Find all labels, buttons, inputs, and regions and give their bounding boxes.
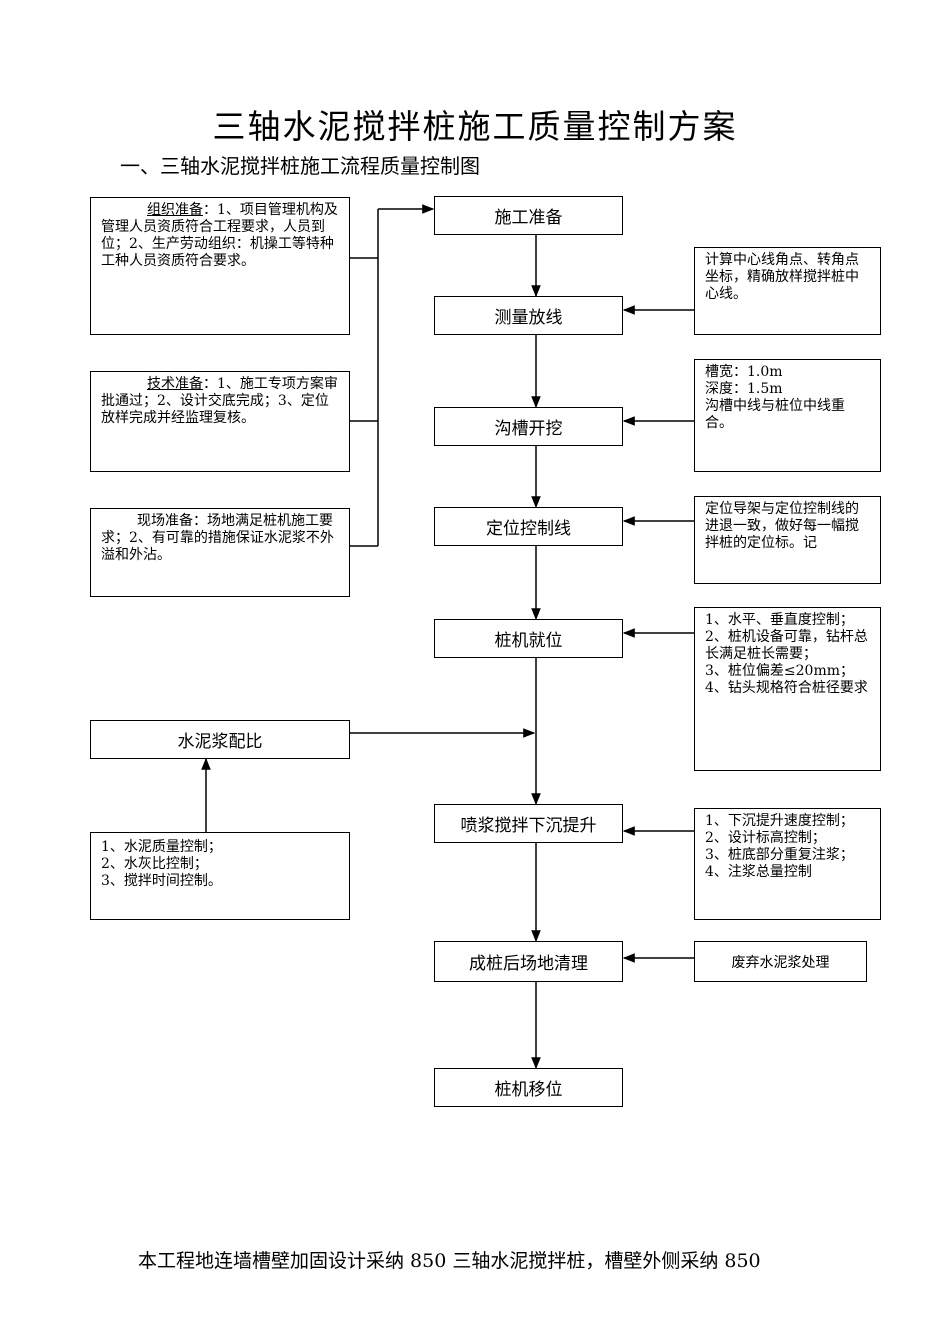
note-spray: 1、下沉提升速度控制； 2、设计标高控制； 3、桩底部分重复注浆； 4、注浆总量… (694, 808, 881, 920)
mix-note-3: 3、搅拌时间控制。 (101, 873, 222, 889)
trench-alignment: 沟槽中线与桩位中线重合。 (705, 398, 845, 431)
step-survey-layout: 测量放线 (434, 296, 623, 335)
organization-prep-keyword: 组织准备 (147, 202, 203, 218)
rig-note-2: 2、桩机设备可靠，钻杆总长满足桩长需要； (705, 629, 868, 662)
cement-mix-box: 水泥浆配比 (90, 720, 350, 759)
spray-note-3: 3、桩底部分重复注浆； (705, 847, 854, 863)
technical-prep-keyword: 技术准备 (147, 376, 203, 392)
note-survey: 计算中心线角点、转角点坐标，精确放样搅拌桩中心线。 (694, 247, 881, 335)
note-cleanup: 废弃水泥浆处理 (694, 941, 867, 982)
step-rig-relocation: 桩机移位 (434, 1068, 623, 1107)
spray-note-4: 4、注浆总量控制 (705, 864, 812, 880)
trench-width: 槽宽：1.0m (705, 364, 783, 380)
footer-text: 本工程地连墙槽壁加固设计采纳 850 三轴水泥搅拌桩，槽壁外侧采纳 850 (138, 1250, 761, 1272)
step-trench-excavation: 沟槽开挖 (434, 407, 623, 446)
step-spray-mix: 喷浆搅拌下沉提升 (434, 804, 623, 843)
section-heading: 一、三轴水泥搅拌桩施工流程质量控制图 (120, 154, 480, 178)
note-locate: 定位导架与定位控制线的进退一致，做好每一幅搅拌桩的定位标。记 (694, 496, 881, 584)
step-rig-in-position: 桩机就位 (434, 619, 623, 658)
note-organization-prep: 组织准备：1、项目管理机构及管理人员资质符合工程要求，人员到位；2、生产劳动组织… (90, 197, 350, 335)
spray-note-2: 2、设计标高控制； (705, 830, 826, 846)
site-prep-text: ：场地满足桩机施工要求；2、有可靠的措施保证水泥浆不外溢和外沾。 (101, 513, 334, 563)
organization-prep-text: ：1、项目管理机构及管理人员资质符合工程要求，人员到位；2、生产劳动组织：机操工… (101, 202, 338, 269)
note-trench: 槽宽：1.0m 深度：1.5m 沟槽中线与桩位中线重合。 (694, 359, 881, 472)
spray-note-1: 1、下沉提升速度控制； (705, 813, 854, 829)
note-site-prep: 现场准备：场地满足桩机施工要求；2、有可靠的措施保证水泥浆不外溢和外沾。 (90, 508, 350, 597)
step-positioning-line: 定位控制线 (434, 507, 623, 546)
note-rig: 1、水平、垂直度控制； 2、桩机设备可靠，钻杆总长满足桩长需要； 3、桩位偏差≤… (694, 607, 881, 771)
rig-note-3: 3、桩位偏差≤20mm； (705, 663, 855, 679)
mix-note-1: 1、水泥质量控制； (101, 839, 222, 855)
rig-note-1: 1、水平、垂直度控制； (705, 612, 854, 628)
step-construction-prep: 施工准备 (434, 196, 623, 235)
mix-note-2: 2、水灰比控制； (101, 856, 208, 872)
technical-prep-text: ：1、施工专项方案审批通过；2、设计交底完成；3、定位放样完成并经监理复核。 (101, 376, 338, 426)
site-prep-keyword: 现场准备 (137, 513, 193, 529)
note-technical-prep: 技术准备：1、施工专项方案审批通过；2、设计交底完成；3、定位放样完成并经监理复… (90, 371, 350, 472)
step-site-cleanup: 成桩后场地清理 (434, 941, 623, 982)
page-title: 三轴水泥搅拌桩施工质量控制方案 (212, 107, 738, 146)
trench-depth: 深度：1.5m (705, 381, 783, 397)
note-cement-mix: 1、水泥质量控制； 2、水灰比控制； 3、搅拌时间控制。 (90, 832, 350, 920)
rig-note-4: 4、钻头规格符合桩径要求 (705, 680, 868, 696)
